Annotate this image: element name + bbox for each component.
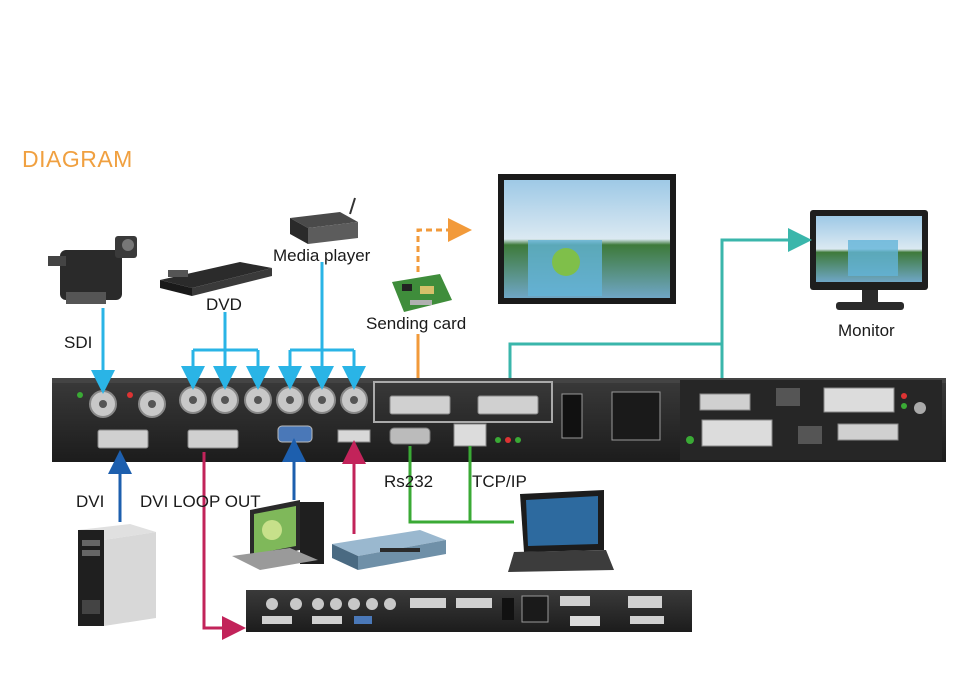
- dvi-loop-out-label: DVI LOOP OUT: [140, 492, 261, 511]
- camera-icon: [48, 236, 137, 304]
- pc-tower-icon: [78, 524, 156, 626]
- media-player-icon: [290, 197, 358, 244]
- control-link: [408, 446, 514, 524]
- monitor-link: [508, 228, 812, 378]
- sending-card-label: Sending card: [366, 314, 467, 333]
- processor-unit-small: [246, 590, 692, 632]
- laptop-icon: [508, 490, 614, 572]
- tcp-ip-label: TCP/IP: [472, 472, 527, 491]
- rs232-label: Rs232: [384, 472, 434, 491]
- sending-card-link: [416, 218, 472, 378]
- dvd-player-icon: [160, 262, 272, 296]
- desktop-monitor-icon: [232, 500, 324, 570]
- monitor-label: Monitor: [838, 321, 895, 340]
- dvi-label: DVI: [76, 492, 105, 511]
- diagram-title: DIAGRAM: [22, 146, 133, 172]
- media-player-link: [278, 262, 366, 390]
- dvd-link: [181, 312, 270, 390]
- led-display-icon: [498, 174, 676, 304]
- sdi-label: SDI: [64, 333, 93, 352]
- video-processor-panel: [52, 378, 946, 462]
- rack-device-icon: [332, 530, 446, 570]
- dvi-loop-out-link: [202, 452, 246, 640]
- media-player-label: Media player: [273, 246, 371, 265]
- sending-card-icon: [392, 274, 452, 312]
- monitor-icon: [810, 210, 928, 310]
- dvd-label: DVD: [206, 295, 242, 314]
